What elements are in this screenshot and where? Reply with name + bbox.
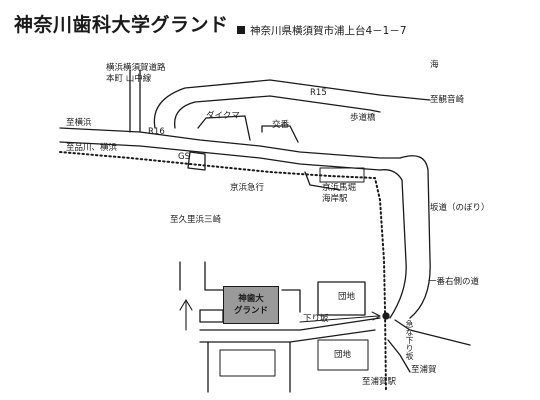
label-to-shinagawa: 至品川、横浜 bbox=[66, 143, 118, 153]
label-to-uraga-station: 至浦賀駅 bbox=[362, 377, 397, 387]
address-text: 神奈川県横須賀市浦上台4－1－7 bbox=[250, 25, 407, 37]
label-to-yokohama: 至横浜 bbox=[66, 118, 92, 128]
slope-road bbox=[399, 155, 431, 319]
square-bullet-icon bbox=[237, 26, 245, 34]
label-honmachi-yamanaka: 本町 山中線 bbox=[106, 74, 152, 84]
campus-road-left bbox=[179, 261, 224, 291]
label-daikuma: ダイクマ bbox=[206, 111, 240, 121]
campus-road-bottom bbox=[199, 317, 381, 331]
slope-road-inner bbox=[379, 169, 407, 319]
label-downhill: 下り坂 bbox=[303, 314, 329, 324]
downhill-arrow-icon bbox=[299, 311, 381, 323]
label-r16: R16 bbox=[148, 127, 165, 137]
danchi-block-1 bbox=[317, 281, 366, 316]
south-block bbox=[219, 349, 276, 377]
campus-ground: 神歯大 グランド bbox=[223, 286, 279, 324]
label-slope-up: 坂道（のぼり） bbox=[430, 203, 490, 213]
label-first-right-road: 一番右側の道 bbox=[428, 277, 480, 287]
label-keikyu-line: 京浜急行 bbox=[230, 183, 265, 193]
label-sea: 海 bbox=[430, 60, 439, 70]
label-koban: 交番 bbox=[272, 120, 290, 130]
address: 神奈川県横須賀市浦上台4－1－7 bbox=[237, 23, 407, 38]
page-title: 神奈川歯科大学グランド bbox=[14, 14, 229, 36]
route15-road-inner bbox=[174, 95, 381, 129]
uraga-marker-icon bbox=[382, 312, 390, 320]
label-footbridge: 歩道橋 bbox=[350, 113, 376, 123]
label-danchi-1: 団地 bbox=[338, 292, 356, 302]
label-yokohama-yokosuka-road: 横浜横須賀道路 bbox=[106, 63, 166, 73]
campus-label-2: グランド bbox=[233, 306, 268, 316]
uraga-road bbox=[394, 319, 471, 346]
route16-road bbox=[59, 127, 401, 159]
label-maborikaigan-1: 京浜馬堀 bbox=[322, 183, 357, 193]
south-road bbox=[207, 341, 291, 393]
label-maborikaigan-2: 海岸駅 bbox=[322, 194, 348, 204]
label-to-kurihama: 至久里浜三崎 bbox=[170, 215, 222, 225]
station-road bbox=[304, 171, 341, 191]
label-danchi-2: 団地 bbox=[334, 350, 352, 360]
gs-block bbox=[187, 151, 206, 171]
danchi-block-2 bbox=[317, 339, 369, 371]
north-arrow-icon bbox=[179, 299, 193, 331]
label-to-uraga: 至浦賀 bbox=[411, 365, 437, 375]
keikyu-railway bbox=[59, 151, 387, 393]
label-steep-downhill: 急な下り坂 bbox=[405, 320, 414, 360]
campus-road-right bbox=[281, 289, 301, 313]
highway-road bbox=[129, 69, 141, 133]
uraga-road-2 bbox=[387, 339, 411, 373]
campus-block bbox=[199, 309, 224, 323]
campus-label-1: 神歯大 bbox=[238, 294, 264, 304]
label-r15: R15 bbox=[310, 88, 327, 98]
label-gs: GS bbox=[178, 152, 190, 162]
label-to-kannonzaki: 至観音崎 bbox=[430, 95, 465, 105]
route16-road-lower bbox=[59, 141, 381, 171]
route15-road bbox=[153, 79, 431, 129]
daikuma-block bbox=[197, 115, 251, 141]
koban-block bbox=[261, 125, 299, 143]
